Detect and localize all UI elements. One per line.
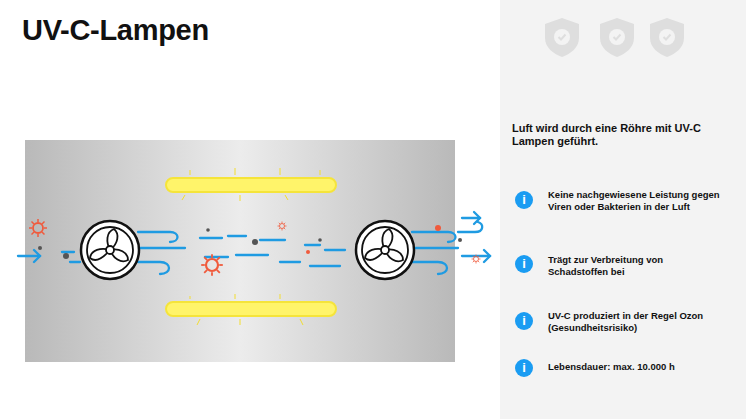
page-title: UV-C-Lampen <box>22 14 209 47</box>
info-letter: i <box>522 192 526 207</box>
info-text: Keine nachgewiesene Leistung gegen Viren… <box>548 189 723 213</box>
info-letter: i <box>522 256 526 271</box>
info-text: Lebensdauer: max. 10.000 h <box>548 361 723 373</box>
info-icon: i <box>515 359 533 377</box>
info-icon: i <box>515 312 533 330</box>
info-icon: i <box>515 191 533 209</box>
info-letter: i <box>522 313 526 328</box>
intro-text: Luft wird durch eine Röhre mit UV-C Lamp… <box>512 122 717 148</box>
info-letter: i <box>522 360 526 375</box>
info-text: UV-C produziert in der Regel Ozon (Gesun… <box>548 310 723 334</box>
info-text: Trägt zur Verbreitung von Schadstoffen b… <box>548 254 723 278</box>
info-icon: i <box>515 255 533 273</box>
